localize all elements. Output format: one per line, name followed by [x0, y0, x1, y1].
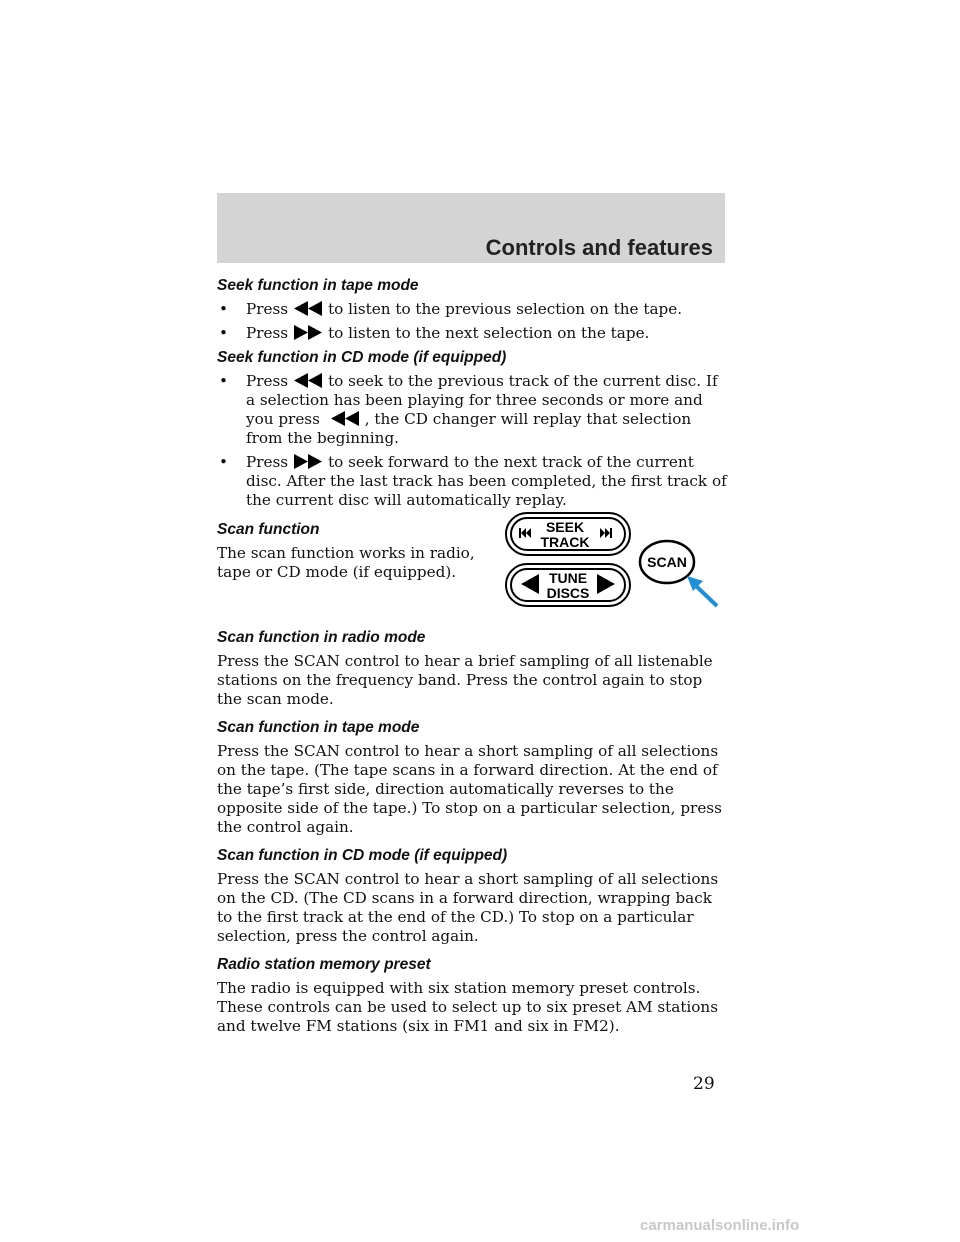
heading-scan-tape: Scan function in tape mode [217, 719, 420, 736]
seek-label: SEEK [546, 519, 584, 535]
fast-forward-icon [290, 454, 326, 469]
tune-label: TUNE [549, 570, 587, 586]
scan-label: SCAN [647, 554, 687, 570]
arrow-right-icon [597, 574, 615, 594]
header-band: Controls and features [217, 193, 725, 263]
press-label: Press [246, 372, 289, 390]
bullet-tape-seek-prev: • Press to listen to the previous selecti… [217, 300, 729, 319]
bullet-text: to listen to the previous selection on t… [328, 300, 683, 318]
bullet-dot: • [219, 372, 228, 390]
scan-radio-text: Press the SCAN control to hear a brief s… [217, 652, 713, 708]
skip-back-icon [519, 528, 531, 538]
press-label: Press [246, 300, 289, 318]
preset-text: The radio is equipped with six station m… [217, 979, 718, 1035]
bullet-text: , the CD changer will replay that select… [246, 410, 692, 447]
bullet-tape-seek-next: • Press to listen to the next selection o… [217, 324, 729, 343]
footer-watermark: carmanualsonline.info [640, 1217, 800, 1234]
bullet-dot: • [219, 300, 228, 318]
rewind-icon [290, 301, 326, 316]
heading-cd-seek: Seek function in CD mode (if equipped) [217, 349, 507, 366]
track-label: TRACK [541, 534, 590, 550]
rewind-icon [290, 373, 326, 388]
press-label: Press [246, 453, 289, 471]
bullet-text: to listen to the next selection on the t… [328, 324, 650, 342]
scan-intro-text: The scan function works in radio, tape o… [217, 544, 475, 581]
heading-scan-radio: Scan function in radio mode [217, 629, 426, 646]
rewind-icon [327, 411, 363, 426]
bullet-dot: • [219, 324, 228, 342]
heading-scan: Scan function [217, 521, 320, 538]
radio-controls-diagram: SEEK TRACK TUNE DISCS SCAN [497, 510, 727, 610]
scan-button: SCAN [638, 539, 696, 585]
arrow-left-icon [521, 574, 539, 594]
press-label: Press [246, 324, 289, 342]
page-content: Seek function in tape mode • Press to lis… [217, 276, 729, 1045]
bullet-text: to seek forward to the next track of the… [246, 453, 727, 509]
heading-tape-seek: Seek function in tape mode [217, 277, 419, 294]
tune-discs-button: TUNE DISCS [505, 563, 631, 607]
heading-scan-cd: Scan function in CD mode (if equipped) [217, 847, 508, 864]
scan-cd-text: Press the SCAN control to hear a short s… [217, 870, 719, 945]
seek-track-button: SEEK TRACK [505, 512, 631, 556]
heading-preset: Radio station memory preset [217, 956, 431, 973]
skip-forward-icon [600, 528, 612, 538]
pointer-arrow-icon [687, 576, 719, 608]
section-title: Controls and features [485, 235, 713, 260]
bullet-dot: • [219, 453, 228, 471]
page-number: 29 [693, 1074, 715, 1094]
scan-tape-text: Press the SCAN control to hear a short s… [217, 742, 722, 836]
discs-label: DISCS [547, 585, 590, 601]
fast-forward-icon [290, 325, 326, 340]
bullet-text: to seek to the previous track of the cur… [246, 372, 718, 428]
